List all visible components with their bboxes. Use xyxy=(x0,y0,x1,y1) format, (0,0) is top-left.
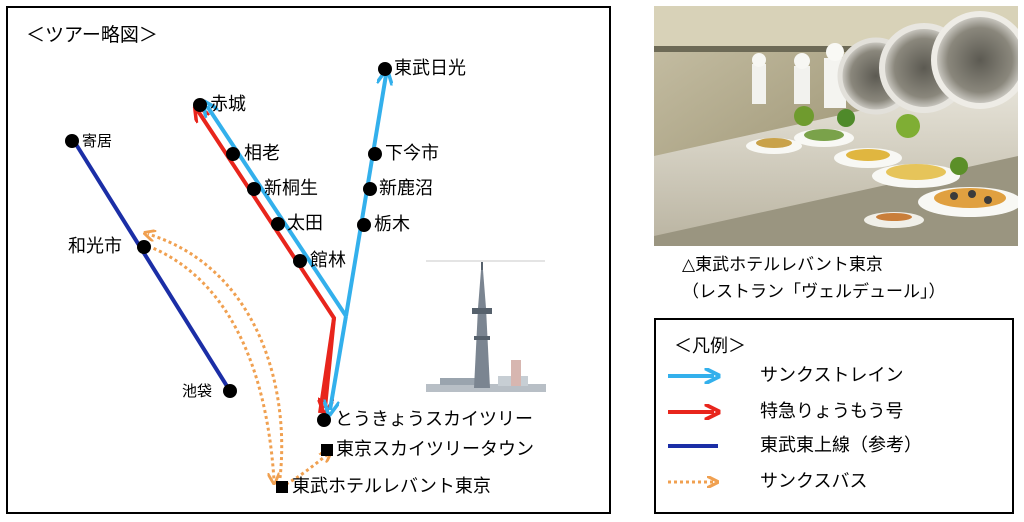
station-dot-tokyoskytree xyxy=(317,413,331,427)
restaurant-photo xyxy=(654,6,1018,246)
thanks-train-akagi-line xyxy=(207,106,348,318)
station-dot-shinkiryu xyxy=(247,182,261,196)
station-dot-shinkanuma xyxy=(363,182,377,196)
station-label-nikko: 東武日光 xyxy=(394,58,466,79)
station-dot-ikebukuro xyxy=(223,384,237,398)
tojo-line xyxy=(72,139,232,393)
station-label-shinkiryu: 新桐生 xyxy=(264,178,318,199)
station-label-shinkanuma: 新鹿沼 xyxy=(379,178,433,199)
legend-box: ＜凡例＞ サンクストレイン 特急りょうもう号 東武東上線（参考） サンクスバス xyxy=(654,318,1014,514)
route-map-svg xyxy=(65,62,546,493)
station-dot-ota xyxy=(271,217,285,231)
express-ryomo-lower-arrow xyxy=(325,317,336,408)
station-dot-tochigi xyxy=(357,218,371,232)
legend-label-bus: サンクスバス xyxy=(760,471,868,492)
station-dot-shimoimaichi xyxy=(368,147,382,161)
legend-title: ＜凡例＞ xyxy=(674,336,746,357)
station-label-levant: 東武ホテルレバント東京 xyxy=(292,476,491,497)
station-label-tatebayashi: 館林 xyxy=(310,250,346,271)
station-label-wakoshi: 和光市 xyxy=(68,236,122,257)
station-label-akagi: 赤城 xyxy=(210,94,246,115)
station-label-tochigi: 栃木 xyxy=(374,214,410,235)
legend-label-express: 特急りょうもう号 xyxy=(760,401,904,422)
station-label-yorii: 寄居 xyxy=(82,132,113,150)
thanks-bus-route-inner xyxy=(147,244,274,480)
station-dot-yorii xyxy=(65,134,79,148)
map-title: ＜ツアー略図＞ xyxy=(26,24,158,46)
station-dot-wakoshi xyxy=(137,240,151,254)
station-label-aizawa: 相老 xyxy=(244,143,280,164)
thanks-bus-route-outer xyxy=(148,234,284,479)
station-dot-tatebayashi xyxy=(293,254,307,268)
station-label-skytreetown: 東京スカイツリータウン xyxy=(336,439,534,460)
station-dot-akagi xyxy=(193,98,207,112)
station-label-shimoimaichi: 下今市 xyxy=(385,143,439,164)
station-dot-aizawa xyxy=(226,147,240,161)
restaurant-photo-illustration xyxy=(654,6,1018,246)
skytree-illustration xyxy=(426,260,546,392)
stop-marker-skytreetown xyxy=(321,444,333,456)
thanks-train-skytree-line xyxy=(330,315,348,410)
legend-svg xyxy=(668,320,1016,516)
photo-caption-line2: （レストラン「ヴェルデュール」） xyxy=(682,282,946,302)
photo-caption-line1: △東武ホテルレバント東京 xyxy=(682,255,883,275)
station-label-ikebukuro: 池袋 xyxy=(182,382,213,400)
legend-label-tojo: 東武東上線（参考） xyxy=(760,435,922,456)
station-label-ota: 太田 xyxy=(287,213,323,234)
legend-label-thanks-train: サンクストレイン xyxy=(760,365,904,386)
stop-marker-levant xyxy=(276,481,288,493)
thanks-train-nikko-line xyxy=(344,75,386,317)
route-map-panel: ＜ツアー略図＞ 東武日光 赤城 寄居 相老 下今市 新桐生 新鹿沼 太田 栃木 … xyxy=(6,6,611,514)
station-dot-nikko xyxy=(378,62,392,76)
station-label-tokyoskytree: とうきょうスカイツリー xyxy=(335,409,533,430)
